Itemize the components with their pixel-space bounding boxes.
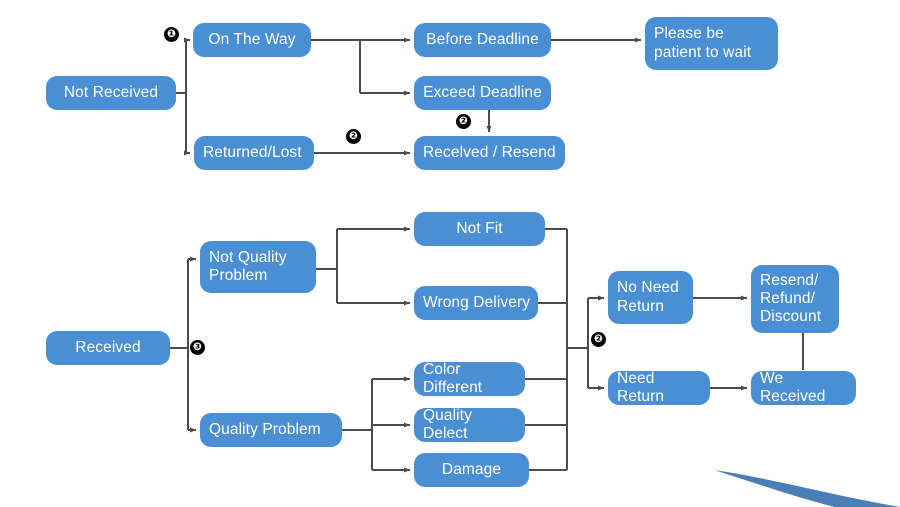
step-marker-1: ❶ <box>164 27 179 42</box>
node-please-be-patient[interactable]: Please be patient to wait <box>645 17 778 70</box>
node-no-need-return[interactable]: No Need Return <box>608 271 693 324</box>
node-before-deadline[interactable]: Before Deadline <box>414 23 551 57</box>
node-not-fit[interactable]: Not Fit <box>414 212 545 246</box>
step-marker-2-returned: ❷ <box>346 129 361 144</box>
node-received[interactable]: Received <box>46 331 170 365</box>
step-marker-3: ❸ <box>190 340 205 355</box>
node-recelved-resend[interactable]: Recelved / Resend <box>414 136 565 170</box>
node-need-return[interactable]: Need Return <box>608 370 710 405</box>
node-quality-problem[interactable]: Quality Problem <box>200 413 342 447</box>
step-marker-2-exceed: ❷ <box>456 114 471 129</box>
step-marker-2-return: ❷ <box>591 332 606 347</box>
swoosh-shape <box>714 470 900 507</box>
node-we-received[interactable]: We Received <box>751 370 856 405</box>
node-on-the-way[interactable]: On The Way <box>193 23 311 57</box>
node-resend-refund-discount[interactable]: Resend/ Refund/ Discount <box>751 265 839 333</box>
node-exceed-deadline[interactable]: Exceed Deadline <box>414 76 551 110</box>
node-returned-lost[interactable]: Returned/Lost <box>194 136 314 170</box>
node-not-received[interactable]: Not Received <box>46 76 176 110</box>
node-quality-delect[interactable]: Quality Delect <box>414 407 525 442</box>
node-wrong-delivery[interactable]: Wrong Delivery <box>414 286 538 320</box>
node-color-different[interactable]: Color Different <box>414 361 525 396</box>
node-not-quality-problem[interactable]: Not Quality Problem <box>200 241 316 293</box>
node-damage[interactable]: Damage <box>414 453 529 487</box>
